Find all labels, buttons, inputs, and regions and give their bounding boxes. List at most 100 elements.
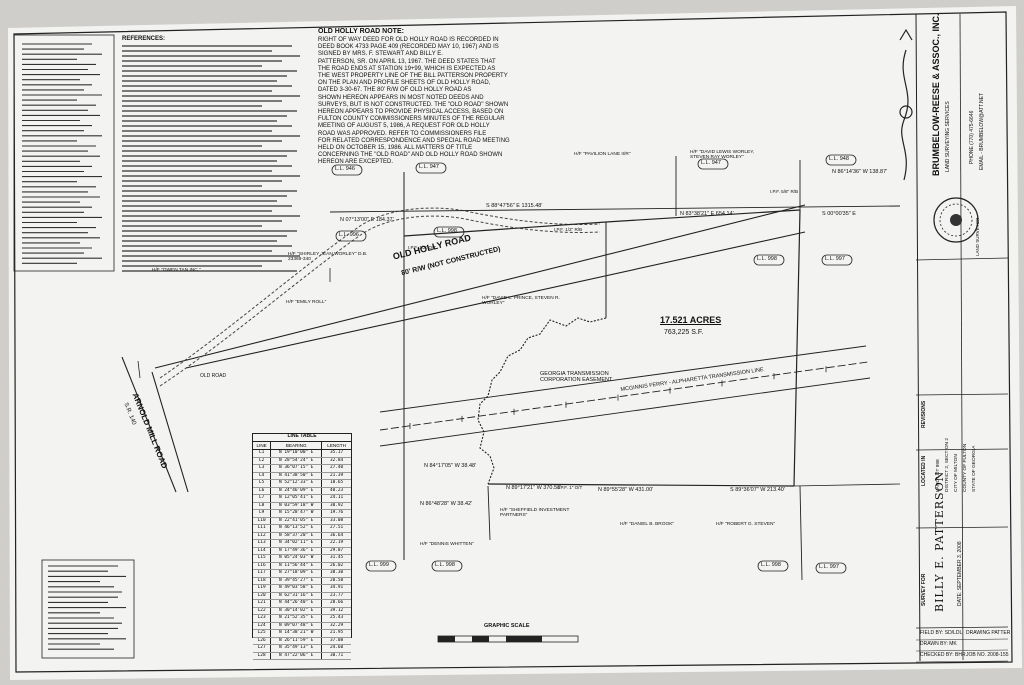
line-table-cell: N 15°28'47" W [271,510,323,517]
bearing-label: N 07°13'00" E 184.37' [340,217,394,223]
line-table-cell: L13 [253,540,272,547]
north-arrow-icon [899,28,913,181]
bearing-label: N 84°17'05" W 38.48' [424,463,477,469]
adjoining-owner-label: H/F "EMILY ROLL" [286,300,327,305]
adjoining-owner-label: H/F "SHEFFIELD INVESTMENT PARTNERS" [500,508,570,519]
road-note-line: HEREON ARE EXCEPTED. [318,159,394,166]
road-note-heading: OLD HOLLY ROAD NOTE: [318,28,404,35]
old-road-label: OLD ROAD [200,373,227,379]
paper [8,6,1022,680]
line-table-cell: N 19°10'00" E [271,450,323,457]
drawing-pattern: DRAWING PATTER [966,630,1011,636]
drawn-by: DRAWN BY: MK [920,641,957,647]
arnold-mill-road-edge-east [151,371,189,493]
creek-boundary [477,317,607,485]
line-table-cell: L23 [253,615,272,622]
old-holly-road-south-row [185,231,806,369]
line-table-cell: N 58°37'20" E [271,532,323,539]
line-table-cell: 29.87 [329,547,344,553]
bearing-label: S 89°36'07" W 213.40' [730,487,785,493]
old-road-path [159,207,601,379]
road-note-line: PATTERSON, SR. ON APRIL 13, 1967. THE DE… [318,58,496,65]
bearing-label: S 00°00'35" E [822,211,856,217]
line-table-cell: N 12°05'41" E [271,495,323,502]
line-table-cell: 32.29 [329,622,344,628]
firm-subtitle: LAND SURVEYING SERVICES [945,101,951,172]
line-table-cell: 30.92 [329,502,344,508]
road-note-line: SIGNED BY MRS. F. STEWART AND BILLY E. [318,51,443,58]
transmission-line [379,361,869,431]
line-table-cell: 24.60 [329,645,344,650]
seal-label: LAND SURVEYOR [975,217,980,256]
south-property-line [487,483,795,487]
checked-by: CHECKED BY: BHR [920,652,966,658]
line-table-cell: N 09°07'48" E [271,622,323,629]
road-note-line: FULTON COUNTY COMMISSIONERS MINUTES OF T… [318,116,505,123]
graphic-scale [437,635,579,643]
road-note-line: CONCERNING THE "OLD ROAD" AND OLD HOLLY … [318,152,503,159]
adjoining-owner-label: H/F "PAVILION LANE II/R" [574,152,631,157]
survey-for-label: SURVEY FOR [921,573,927,606]
line-table-cell: 26.02 [329,562,344,568]
land-lot-label: L.L. 947 [419,164,439,170]
line-table-cell: N 21°52'35" E [271,615,323,622]
references-list [122,45,300,272]
line-table-cell: N 34°02'11" E [271,540,323,547]
located-in-label: LOCATED IN [921,455,927,486]
surveyor-seal [933,197,979,243]
road-note-line: RIGHT OF WAY DEED FOR OLD HOLLY ROAD IS … [318,37,499,43]
job-no: JOB NO. 2008-155 [966,652,1009,658]
road-note-line: DEED BOOK 4733 PAGE 409 (RECORDED MAY 10… [318,44,499,51]
line-table-cell: L21 [253,600,272,607]
line-table-cell: L10 [253,517,272,524]
line-table-cell: 21.95 [329,630,344,635]
land-lot-label: L.L. 999 [369,562,389,568]
line-table-cell: 36.64 [329,532,344,538]
line-table-cell: N 44°26'40" E [271,600,323,607]
line-table-cell: N 62°31'16" E [271,592,323,599]
line-table-cell: N 30°14'02" E [271,607,323,614]
adjoining-owner-label: H/F "DENNIS WHITTEN" [420,542,474,547]
land-lot-label: L.L. 948 [829,156,849,162]
road-note-line: FOR RELATED CORRESPONDENCE AND SPECIAL R… [318,137,510,144]
line-table-cell: L3 [253,465,272,472]
legend-box [41,559,135,659]
references-heading: REFERENCES: [122,36,166,42]
line-table-cell: N 41°38'50" E [271,472,323,479]
line-table-cell: L9 [253,510,272,517]
line-table-header: BEARING [271,442,323,449]
location-line: STATE OF GEORGIA [972,445,977,492]
easement-label: GEORGIA TRANSMISSION CORPORATION EASEMEN… [540,371,613,383]
line-table-cell: N 28°54'24" E [271,457,323,464]
firm-email: EMAIL - BRUMBELOW@ATT.NET [979,92,985,170]
line-table-cell: N 17°49'36" E [271,547,323,554]
bearing-label: S 88°47'56" E 1315.48' [486,203,543,209]
iron-pin-label: I.P.F. 5/8" R/B [770,189,799,194]
iron-pin-label: I.P.F. 1/2" O/T [408,245,437,250]
line-table-cell: L12 [253,532,272,539]
line-table-cell: 33.08 [329,517,344,523]
line-table-cell: L11 [253,525,272,532]
line-table-cell: N 14°38'21" W [271,630,323,637]
line-table-cell: N 39°45'27" E [271,577,323,584]
line-table-title: LINE TABLE [287,433,317,439]
line-table-cell: L8 [253,502,272,509]
bearing-label: N 86°14'36" W 138.87' [832,169,888,175]
line-table-cell: N 27°18'09" E [271,570,323,577]
